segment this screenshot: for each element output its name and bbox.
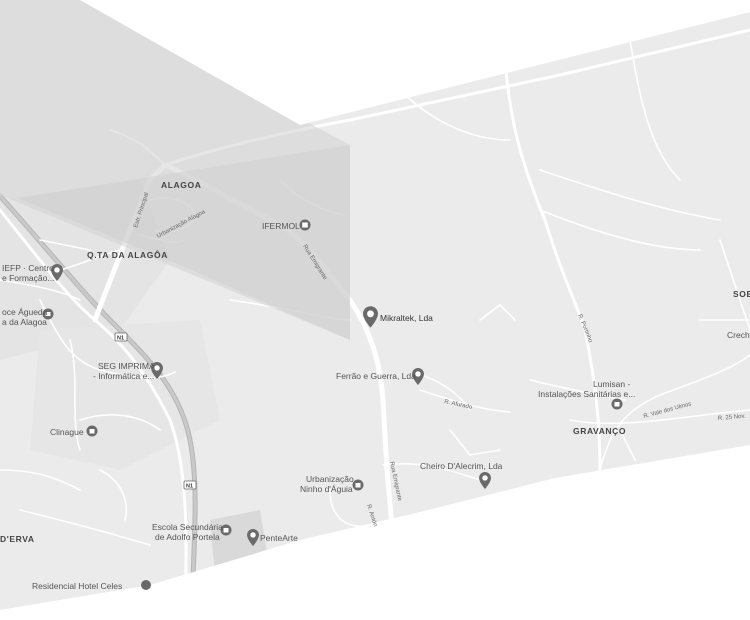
road-label-r-25-nov: R. 25 Nov.	[718, 414, 747, 422]
poi-label: Clinague	[50, 427, 84, 437]
road-label-r-afurado: R. Afurado	[444, 399, 474, 411]
place-label-sob: SOB	[733, 289, 750, 299]
poi-label: Residencial Hotel Celes	[32, 581, 122, 591]
poi-clinague[interactable]: Clinague	[50, 425, 98, 438]
place-label-gravanco: GRAVANÇO	[573, 426, 626, 436]
poi-label: - Informática e...	[93, 371, 154, 381]
poi-label: Instalações Sanitárias e...	[538, 389, 635, 399]
poi-label: de Adolfo Portela	[155, 532, 220, 542]
poi-mikraltek[interactable]: Mikraltek, Lda	[363, 306, 433, 328]
place-label-qta-da-alagoa: Q.TA DA ALAGÔA	[87, 249, 168, 260]
poi-label: Urbanização	[306, 474, 354, 484]
poi-cheiro-dalecrim[interactable]: Cheiro D'Alecrim, Lda	[420, 461, 503, 489]
place-label-erva: D'ERVA	[0, 534, 35, 544]
poi-lumisan[interactable]: Lumisan - Instalações Sanitárias e...	[538, 379, 635, 410]
hotel-icon	[141, 580, 151, 590]
poi-label: IFERMOL	[262, 221, 300, 231]
poi-label: SEG IMPRIMA	[98, 361, 155, 371]
poi-ferrao-e-guerra[interactable]: Ferrão e Guerra, Lda	[336, 368, 424, 385]
poi-label: IEFP · Centro	[2, 263, 54, 273]
poi-urbanizacao-ninho-daguia[interactable]: Urbanização Ninho d'Águia	[300, 474, 364, 494]
place-label-alagoa: ALAGOA	[161, 180, 201, 190]
poi-label: Ninho d'Águia	[300, 484, 353, 494]
poi-label: a da Alagoa	[2, 317, 47, 327]
poi-ifermol[interactable]: IFERMOL	[262, 219, 311, 232]
poi-label: Escola Secundária	[152, 522, 223, 532]
svg-text:N1: N1	[117, 336, 124, 342]
poi-pentearte[interactable]: PenteArte	[247, 529, 298, 546]
svg-text:N1: N1	[186, 484, 193, 490]
poi-label: Lumisan -	[593, 379, 630, 389]
poi-label: Ferrão e Guerra, Lda	[336, 371, 416, 381]
poi-label: oce Águeda	[2, 307, 48, 317]
poi-escola-secundaria[interactable]: Escola Secundária de Adolfo Portela	[152, 522, 232, 542]
poi-label: PenteArte	[260, 533, 298, 543]
poi-label: e Formação...	[2, 273, 54, 283]
poi-label-creche: Creche	[727, 330, 750, 340]
route-shield-n1: N1	[114, 332, 128, 342]
poi-seg-imprima[interactable]: SEG IMPRIMA - Informática e...	[93, 361, 163, 381]
poi-residencial-hotel[interactable]: Residencial Hotel Celes	[32, 580, 151, 591]
route-shield-n1: N1	[183, 480, 197, 490]
poi-label: Mikraltek, Lda	[380, 313, 433, 323]
poi-doce-agueda[interactable]: oce Águeda a da Alagoa	[2, 307, 54, 327]
poi-iefp[interactable]: IEFP · Centro e Formação...	[2, 263, 63, 283]
poi-label: Cheiro D'Alecrim, Lda	[420, 461, 503, 471]
